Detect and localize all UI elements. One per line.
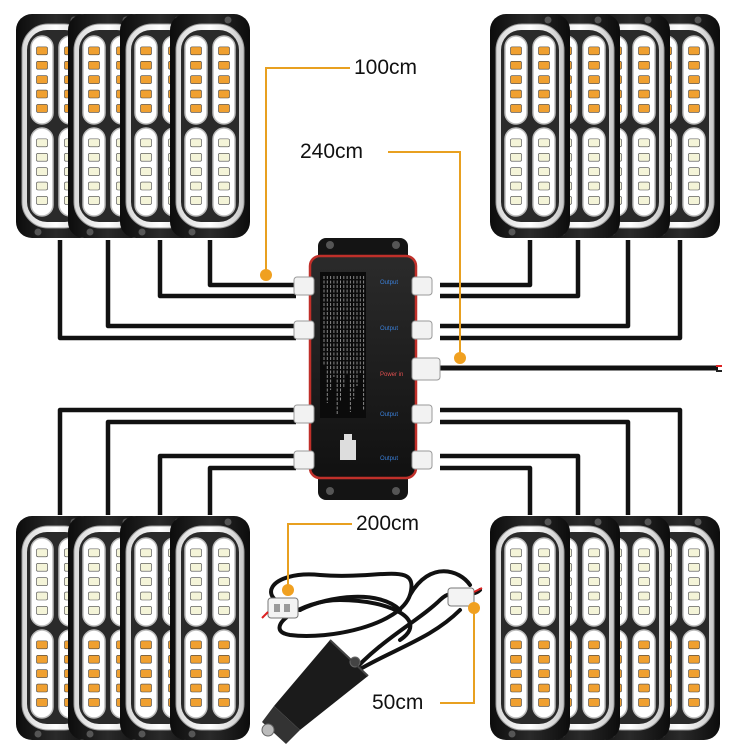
connectors [293, 276, 441, 470]
strobe-light [490, 516, 570, 740]
strobe-light [170, 14, 250, 238]
cable [57, 240, 296, 341]
adapter-connector [261, 587, 483, 619]
instruction-text [323, 276, 365, 414]
output-label-2: Output [380, 326, 398, 332]
cable [440, 240, 683, 341]
dimension-dots [260, 269, 480, 614]
box-icon [340, 440, 356, 460]
connector [411, 320, 433, 340]
adapter-cable [269, 569, 482, 677]
strobe-light [170, 516, 250, 740]
cable [207, 465, 296, 515]
control-box: Output Output Power in Output Output [293, 238, 441, 500]
dimension-markers [265, 67, 475, 704]
cable [440, 419, 631, 515]
cable [440, 240, 631, 329]
connector [293, 450, 315, 470]
label-50cm: 50cm [370, 691, 426, 715]
cable [157, 240, 296, 299]
connector [293, 404, 315, 424]
output-label-1: Output [380, 280, 398, 286]
marker-240cm [388, 151, 461, 356]
marker-50cm [440, 608, 475, 704]
output-label-4: Output [380, 456, 398, 462]
label-100cm: 100cm [352, 56, 420, 80]
connector [293, 276, 315, 296]
strobe-lights [16, 14, 720, 740]
cable [105, 419, 296, 515]
cable [440, 240, 533, 288]
label-200cm: 200cm [354, 512, 422, 536]
label-240cm: 240cm [298, 140, 366, 164]
connector [411, 404, 433, 424]
cable [57, 407, 296, 515]
cable [105, 240, 296, 329]
connector [411, 357, 441, 381]
cigarette-plug [261, 639, 369, 744]
cable [440, 453, 581, 515]
connector [411, 450, 433, 470]
power-in-label: Power in [380, 372, 403, 378]
cable [157, 453, 296, 515]
marker-100cm [265, 67, 350, 275]
power-cable-tip [716, 365, 722, 372]
cable-layer [57, 240, 718, 515]
connector [411, 276, 433, 296]
cable [207, 240, 296, 288]
cable [440, 465, 533, 515]
output-label-3: Output [380, 412, 398, 418]
marker-200cm [287, 523, 352, 590]
strobe-light [490, 14, 570, 238]
cable [440, 240, 581, 299]
connector [293, 320, 315, 340]
cable [440, 407, 683, 515]
